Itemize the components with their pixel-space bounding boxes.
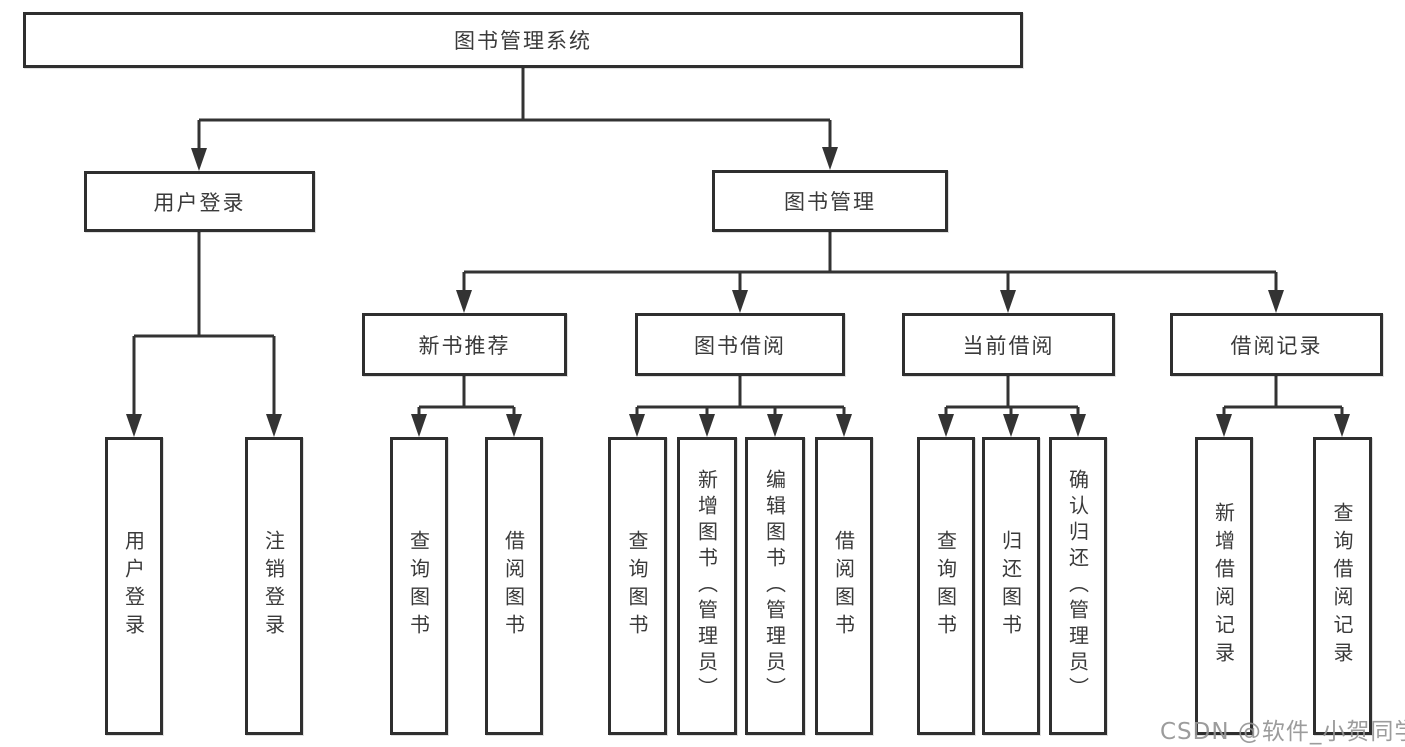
node-book-management: 图书管理: [712, 170, 948, 232]
leaf-newbook-borrow-books: 借阅图书: [485, 437, 543, 735]
connector-currentborrow-to-leaves: [944, 376, 1080, 418]
connector-newbook-to-leaves: [417, 376, 516, 418]
csdn-watermark: CSDN @软件_小贺同学: [1160, 719, 1405, 745]
connector-borrowrecord-to-leaves: [1222, 376, 1344, 418]
leaf-logout: 注销登录: [245, 437, 303, 735]
leaf-edit-books-admin: 编辑图书（管理员）: [745, 437, 805, 735]
arrowheads-leaves: [126, 414, 1350, 437]
arrowheads-level2: [191, 147, 838, 171]
node-user-login: 用户登录: [84, 171, 315, 232]
node-root-system: 图书管理系统: [23, 12, 1023, 68]
connector-userlogin-to-leaves: [132, 232, 276, 418]
node-current-borrow: 当前借阅: [902, 313, 1115, 376]
node-borrow-records: 借阅记录: [1170, 313, 1383, 376]
leaf-confirm-return-admin: 确认归还（管理员）: [1049, 437, 1107, 735]
leaf-return-books: 归还图书: [982, 437, 1040, 735]
leaf-current-query-books: 查询图书: [917, 437, 975, 735]
leaf-add-books-admin: 新增图书（管理员）: [677, 437, 737, 735]
leaf-query-borrow-record: 查询借阅记录: [1313, 437, 1372, 735]
leaf-newbook-query-books: 查询图书: [390, 437, 448, 735]
leaf-borrow-books: 借阅图书: [815, 437, 873, 735]
leaf-add-borrow-record: 新增借阅记录: [1195, 437, 1253, 735]
node-new-book-recommend: 新书推荐: [362, 313, 567, 376]
connector-bookborrow-to-leaves: [635, 376, 846, 418]
node-book-borrow: 图书借阅: [635, 313, 845, 376]
connector-root-to-level2: [197, 68, 832, 152]
connector-bookmgmt-to-level3: [462, 232, 1278, 294]
leaf-borrow-query-books: 查询图书: [608, 437, 667, 735]
leaf-user-login: 用户登录: [105, 437, 163, 735]
arrowheads-level3: [456, 290, 1284, 313]
